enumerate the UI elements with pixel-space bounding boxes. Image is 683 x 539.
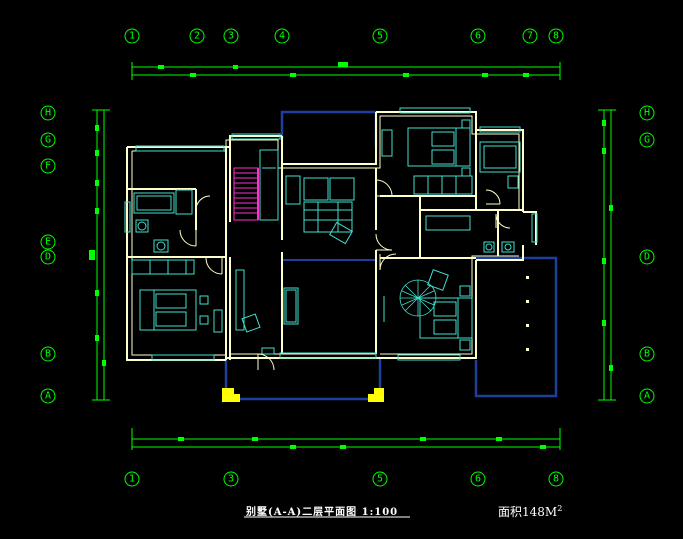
grid-bubble-right-A: A — [639, 388, 655, 404]
toilet — [135, 219, 149, 233]
grid-bubble-bottom-8: 8 — [548, 471, 564, 487]
wardrobe-west — [131, 259, 195, 275]
grid-bubble-top-7: 7 — [522, 28, 538, 44]
svg-text:B: B — [644, 349, 650, 360]
grid-bubble-right-G: G — [639, 132, 655, 148]
window-far-east — [479, 126, 521, 133]
window-east — [531, 213, 538, 243]
window-north-west — [135, 145, 225, 152]
svg-text:5: 5 — [377, 474, 383, 485]
bathtub-east — [479, 141, 521, 173]
svg-text:E: E — [45, 237, 51, 248]
window-north-center — [231, 133, 281, 140]
round-rug — [399, 279, 437, 317]
door-hall-west — [179, 229, 197, 247]
grid-bubble-left-H: H — [40, 105, 56, 121]
door-bedroom-west — [205, 257, 223, 275]
grid-bubble-left-A: A — [40, 388, 56, 404]
window-south-west — [151, 354, 215, 361]
svg-text:7: 7 — [527, 31, 533, 42]
grid-bubble-bottom-6: 6 — [470, 471, 486, 487]
drawing-title: 别墅(A-A)二层平面图 1:100 — [246, 507, 399, 518]
grid-bubble-left-D: D — [40, 249, 56, 265]
washbasin — [153, 239, 169, 253]
svg-text:5: 5 — [377, 31, 383, 42]
stair-landing — [259, 149, 279, 221]
grid-bubble-bottom-3: 3 — [223, 471, 239, 487]
svg-text:B: B — [45, 349, 51, 360]
svg-text:4: 4 — [279, 31, 285, 42]
svg-text:8: 8 — [553, 31, 559, 42]
grid-bubble-right-D: D — [639, 249, 655, 265]
chair-set — [303, 177, 329, 201]
svg-text:H: H — [644, 108, 650, 119]
window-south-center — [279, 352, 377, 359]
sofa-central — [285, 289, 297, 323]
grid-bubbles-top: 1 2 3 4 5 6 7 8 — [124, 28, 564, 44]
door-ne-bath — [485, 189, 501, 205]
grid-bubble-right-H: H — [639, 105, 655, 121]
staircase — [233, 167, 259, 221]
svg-text:1: 1 — [129, 31, 135, 42]
grid-bubble-top-4: 4 — [274, 28, 290, 44]
svg-text:2: 2 — [194, 31, 200, 42]
area-value: 面积148M — [498, 505, 558, 519]
windows — [124, 107, 538, 361]
window-west — [124, 201, 131, 233]
svg-text:G: G — [45, 135, 51, 146]
door-north-bedroom — [375, 179, 393, 197]
grid-bubble-bottom-5: 5 — [372, 471, 388, 487]
grid-bubble-top-5: 5 — [372, 28, 388, 44]
grid-bubble-left-F: F — [40, 158, 56, 174]
svg-text:8: 8 — [553, 474, 559, 485]
svg-text:A: A — [644, 391, 650, 402]
grid-bubble-top-1: 1 — [124, 28, 140, 44]
svg-text:F: F — [45, 161, 51, 172]
bathtub — [133, 192, 175, 214]
grid-bubble-top-3: 3 — [223, 28, 239, 44]
grid-bubble-top-8: 8 — [548, 28, 564, 44]
svg-text:H: H — [45, 108, 51, 119]
furniture — [131, 119, 521, 355]
wall-west-wing — [127, 135, 282, 148]
grid-bubble-left-B: B — [40, 346, 56, 362]
svg-text:6: 6 — [475, 474, 481, 485]
balcony-east — [474, 256, 558, 398]
grid-bubble-bottom-1: 1 — [124, 471, 140, 487]
svg-text:A: A — [45, 391, 51, 402]
svg-text:1: 1 — [129, 474, 135, 485]
doors — [179, 179, 511, 371]
grid-bubbles-left: H G F E D B A — [40, 105, 56, 404]
svg-text:6: 6 — [475, 31, 481, 42]
area-unit-superscript: 2 — [557, 504, 563, 513]
grid-bubble-left-E: E — [40, 234, 56, 250]
door-study — [257, 353, 275, 371]
columns — [222, 388, 384, 402]
balcony-markers — [526, 276, 529, 351]
svg-text:G: G — [644, 135, 650, 146]
column-south-west — [222, 388, 240, 402]
svg-text:3: 3 — [228, 31, 234, 42]
grid-bubble-left-G: G — [40, 132, 56, 148]
grid-bubbles-right: H G D B A — [639, 105, 655, 404]
window-south-east — [397, 354, 461, 361]
svg-text:3: 3 — [228, 474, 234, 485]
area-label: 面积148M2 — [498, 503, 562, 520]
svg-text:D: D — [45, 252, 51, 263]
armchair — [427, 269, 449, 291]
wardrobe-north-east — [413, 175, 473, 195]
window-north-east — [399, 107, 471, 114]
svg-text:D: D — [644, 252, 650, 263]
grid-bubble-top-6: 6 — [470, 28, 486, 44]
grid-bubble-top-2: 2 — [189, 28, 205, 44]
column-south-center — [368, 388, 384, 402]
grid-bubbles-bottom: 1 3 5 6 8 — [124, 471, 564, 487]
grid-bubble-right-B: B — [639, 346, 655, 362]
dimension-ticks — [89, 62, 613, 449]
balcony-south — [224, 358, 382, 401]
desk-study — [235, 269, 245, 331]
